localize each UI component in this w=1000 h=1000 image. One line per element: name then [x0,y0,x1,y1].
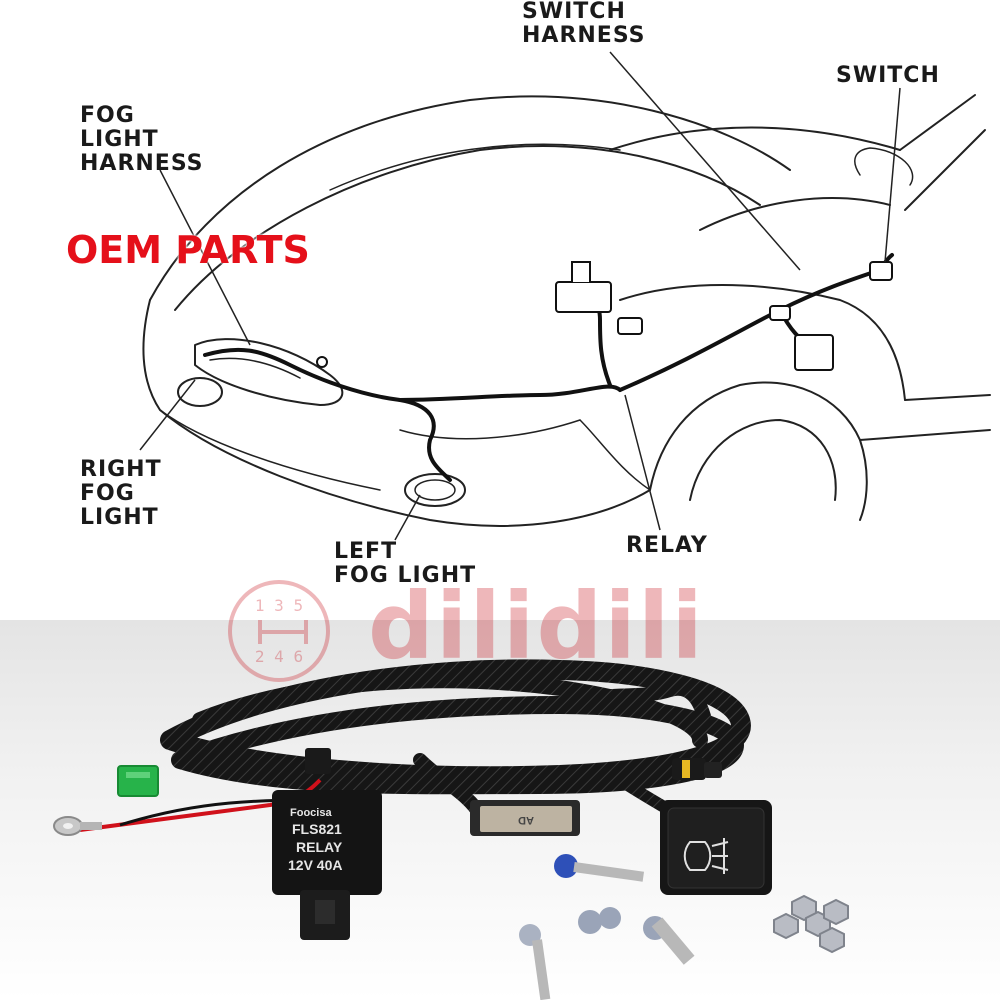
watermark-text: dilidili [368,573,705,680]
relay-tab [305,748,331,774]
switch-harness-line-2: HARNESS [522,23,646,48]
switch-label: SWITCH [836,63,940,88]
right-fog-light-line-3: LIGHT [80,505,159,530]
nuts [773,894,849,954]
fog-light-harness-line-1: FOG [80,103,135,128]
car-line-drawing [139,51,991,541]
watermark: 1 3 5 2 4 6 dilidili [228,572,708,682]
relay-rating: 12V 40A [288,857,342,873]
fuse [117,765,159,797]
gear-shift-logo-icon: 1 3 5 2 4 6 [228,580,330,682]
left-fog-light-line-1: LEFT [334,539,398,564]
switch-harness-connector: AD [470,800,580,836]
product-photo: Foocisa FLS821 RELAY 12V 40A AD [0,620,1000,1000]
logo-top-numbers: 1 3 5 [254,596,304,615]
switch-harness-line-1: SWITCH [522,0,626,24]
wiring-kit-illustration: Foocisa FLS821 RELAY 12V 40A AD [53,659,849,1000]
relay-label: RELAY [626,533,708,558]
relay-brand: Foocisa [290,807,332,819]
relay-type: RELAY [296,839,343,855]
logo-bottom-numbers: 2 4 6 [254,647,304,666]
oem-parts-title: OEM PARTS [66,228,310,272]
screws [519,854,695,1000]
fog-light-switch [660,800,772,895]
fog-light-harness-line-2: LIGHT [80,127,159,152]
relay-model: FLS821 [292,821,342,837]
right-fog-light-line-2: FOG [80,481,135,506]
left-fog-light-line-2: FOG LIGHT [334,563,477,588]
fog-light-harness-line-3: HARNESS [80,151,204,176]
relay-module: Foocisa FLS821 RELAY 12V 40A [272,790,382,940]
connector-mark: AD [518,814,534,826]
waterproof-connector [672,758,722,780]
ring-terminal [53,816,102,836]
right-fog-light-line-1: RIGHT [80,457,162,482]
fog-light-icon [683,841,712,871]
